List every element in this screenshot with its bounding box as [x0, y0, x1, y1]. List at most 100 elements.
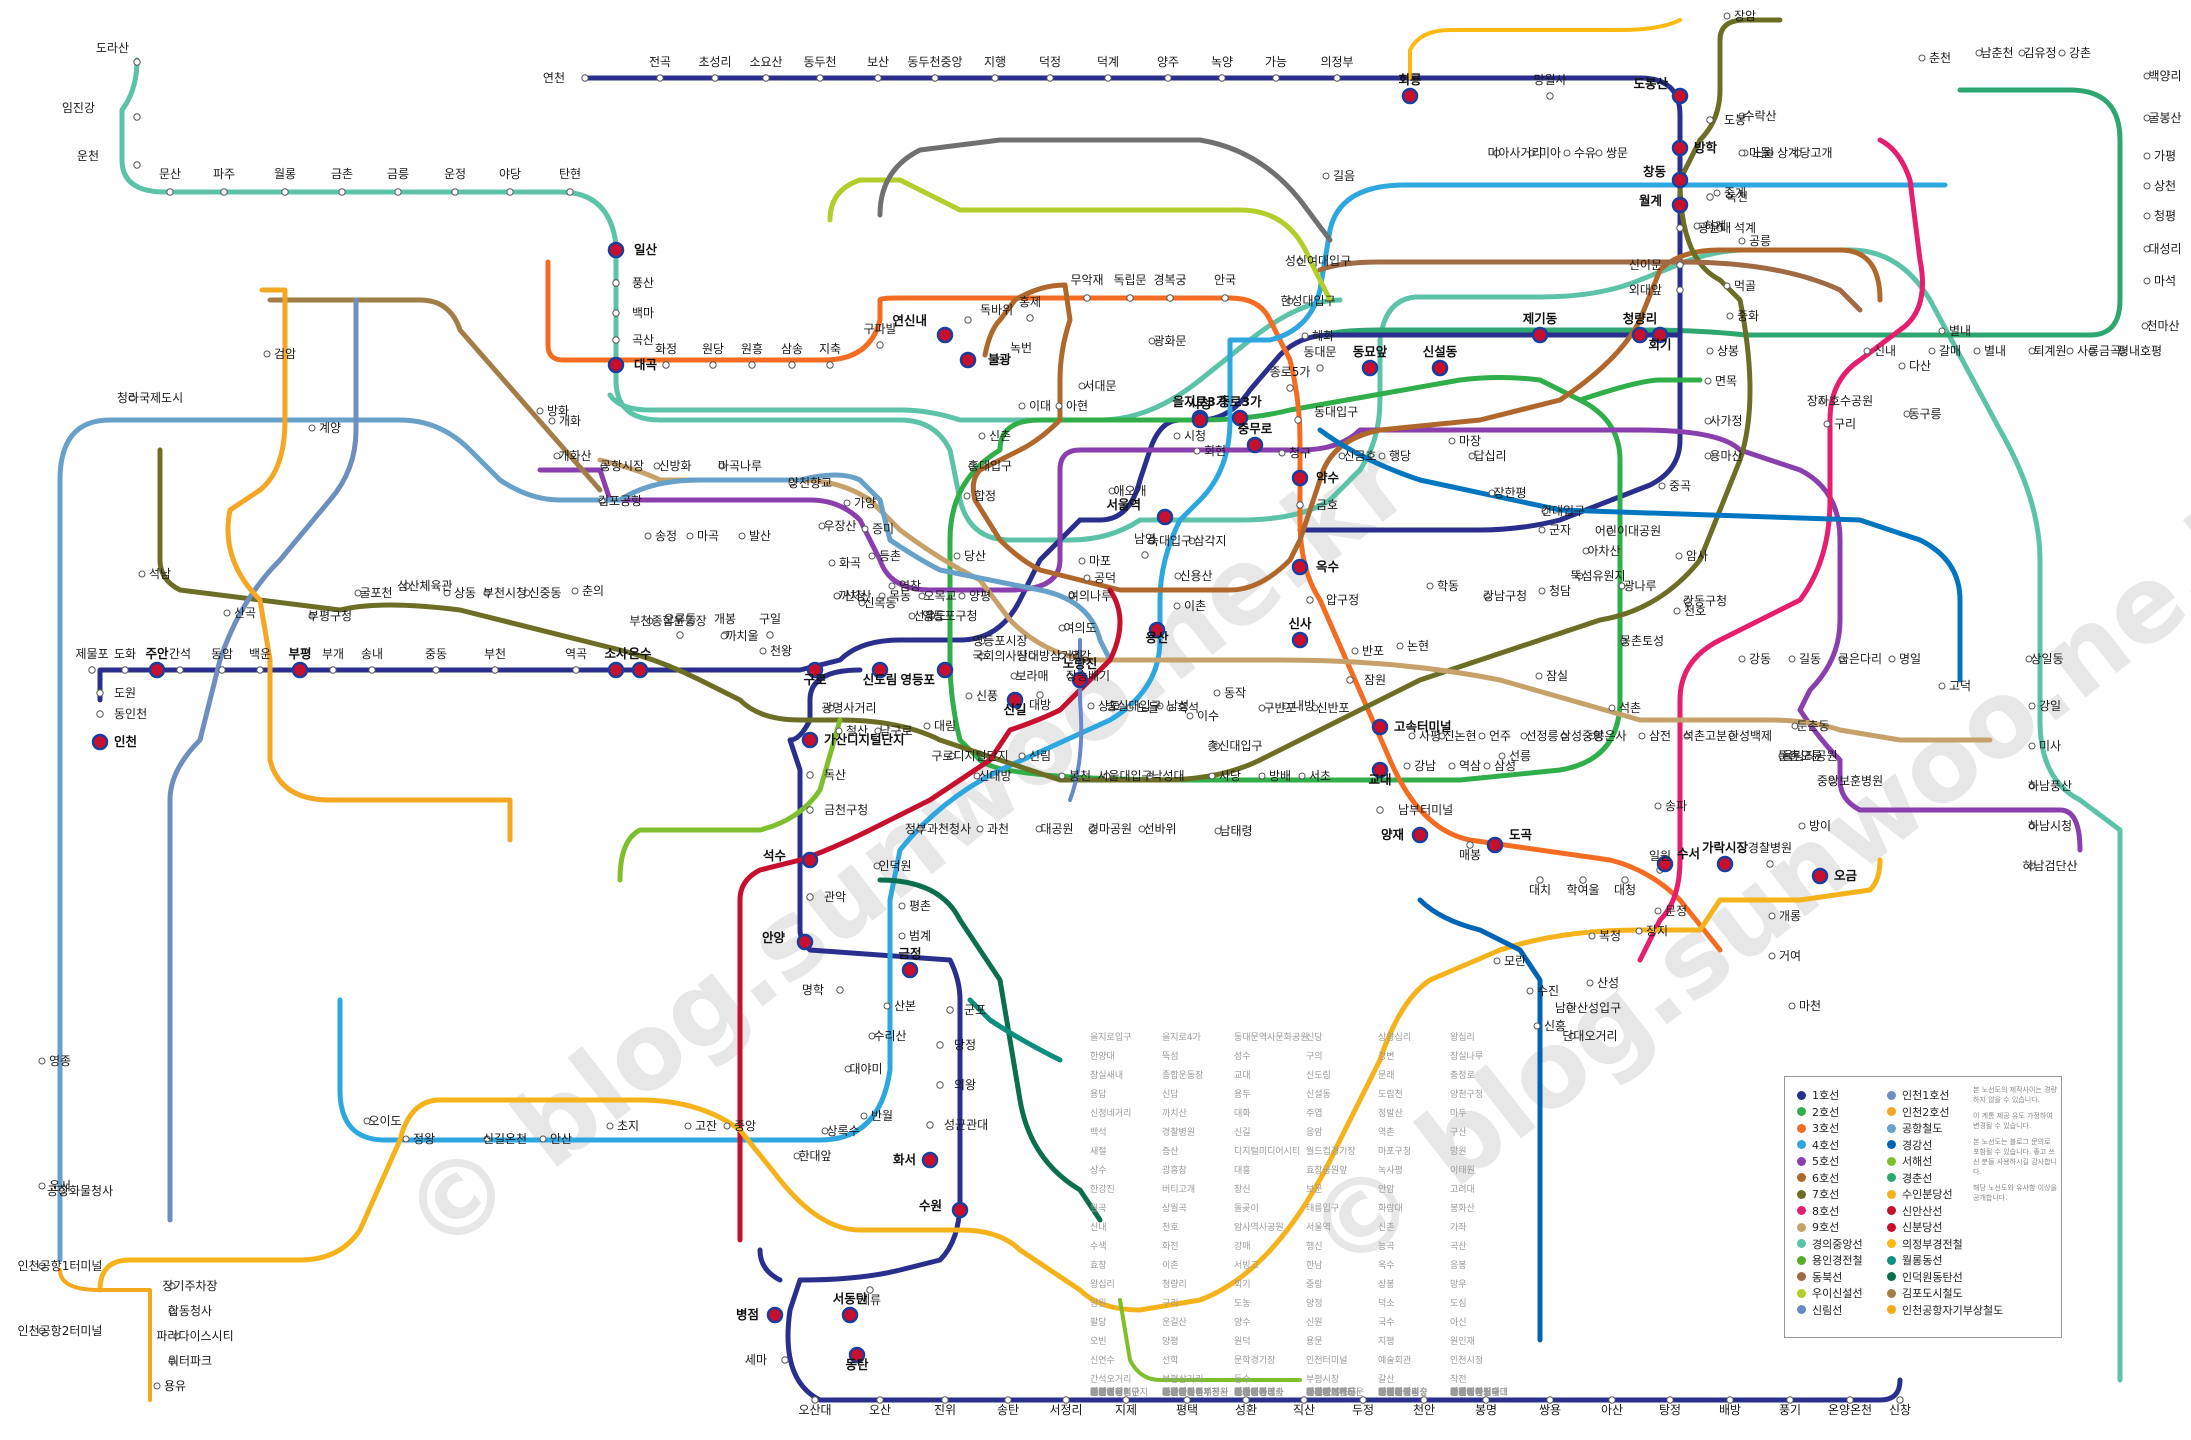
station-marker-s486[interactable]: [308, 424, 316, 432]
station-marker-s057[interactable]: [656, 74, 664, 82]
station-marker-s260[interactable]: [828, 559, 836, 567]
station-marker-s367[interactable]: [483, 589, 491, 597]
station-marker-s354[interactable]: [1087, 702, 1095, 710]
station-marker-s386[interactable]: [1533, 1022, 1541, 1030]
station-marker-s489[interactable]: [168, 1307, 176, 1315]
station-marker-s391[interactable]: [1903, 410, 1911, 418]
station-marker-s146[interactable]: [1420, 1396, 1428, 1404]
station-marker-s174[interactable]: [1483, 762, 1491, 770]
station-marker-s409[interactable]: [1166, 704, 1174, 712]
station-marker-s365[interactable]: [571, 587, 579, 595]
station-marker-s026[interactable]: [996, 356, 1004, 364]
station-marker-s279[interactable]: [1468, 452, 1476, 460]
station-marker-s390[interactable]: [1898, 362, 1906, 370]
station-marker-s072[interactable]: [1671, 87, 1689, 105]
station-marker-s228[interactable]: [1173, 602, 1181, 610]
station-marker-s078[interactable]: [1676, 224, 1684, 232]
station-marker-s264[interactable]: [918, 592, 926, 600]
station-marker-s280[interactable]: [1488, 489, 1496, 497]
station-marker-s415[interactable]: [1520, 732, 1528, 740]
station-marker-s405[interactable]: [908, 612, 916, 620]
station-marker-s232[interactable]: [1138, 825, 1146, 833]
station-marker-s089[interactable]: [1191, 411, 1209, 429]
station-marker-s248[interactable]: [606, 1122, 614, 1130]
station-marker-s334[interactable]: [1693, 222, 1701, 230]
station-marker-s368[interactable]: [443, 589, 451, 597]
station-marker-s245[interactable]: [793, 1152, 801, 1160]
station-marker-s282[interactable]: [1582, 547, 1590, 555]
station-marker-s106[interactable]: [432, 666, 440, 674]
station-marker-s465[interactable]: [2066, 347, 2074, 355]
station-marker-s109[interactable]: [291, 661, 309, 679]
station-marker-s242[interactable]: [844, 1065, 852, 1073]
station-marker-s234[interactable]: [1035, 825, 1043, 833]
station-marker-s064[interactable]: [1046, 74, 1054, 82]
station-marker-s249[interactable]: [539, 1135, 547, 1143]
station-marker-s381[interactable]: [1635, 927, 1643, 935]
station-marker-s010[interactable]: [506, 188, 514, 196]
station-marker-s358[interactable]: [965, 692, 973, 700]
station-marker-s230[interactable]: [1213, 742, 1221, 750]
station-marker-s479[interactable]: [1918, 54, 1926, 62]
station-marker-s290[interactable]: [2025, 655, 2033, 663]
station-marker-s001[interactable]: [133, 58, 141, 66]
station-marker-s128[interactable]: [936, 1041, 944, 1049]
station-marker-s123[interactable]: [806, 893, 814, 901]
station-marker-s413[interactable]: [1438, 732, 1446, 740]
station-marker-s197[interactable]: [1055, 402, 1063, 410]
station-marker-s117[interactable]: [96, 710, 104, 718]
station-marker-s292[interactable]: [2028, 742, 2036, 750]
station-marker-s273[interactable]: [1078, 382, 1086, 390]
station-marker-s183[interactable]: [1103, 772, 1111, 780]
station-marker-s471[interactable]: [2143, 212, 2151, 220]
station-marker-s226[interactable]: [1188, 537, 1196, 545]
station-marker-s274[interactable]: [1148, 337, 1156, 345]
station-marker-s091[interactable]: [1141, 551, 1149, 559]
station-marker-s176[interactable]: [1448, 762, 1456, 770]
station-marker-s219[interactable]: [1493, 149, 1501, 157]
station-marker-s338[interactable]: [1706, 347, 1714, 355]
station-marker-s244[interactable]: [821, 1127, 829, 1135]
station-marker-s222[interactable]: [1286, 297, 1294, 305]
station-marker-s032[interactable]: [1231, 409, 1249, 427]
station-marker-s294[interactable]: [2028, 822, 2036, 830]
station-marker-s167[interactable]: [1541, 507, 1549, 515]
station-marker-s047[interactable]: [1486, 836, 1504, 854]
station-marker-s363[interactable]: [720, 632, 728, 640]
station-marker-s118[interactable]: [91, 733, 109, 751]
station-marker-s046[interactable]: [1466, 841, 1474, 849]
station-marker-s092[interactable]: [1148, 621, 1166, 639]
station-marker-s132[interactable]: [951, 1201, 969, 1219]
station-marker-s351[interactable]: [1186, 712, 1194, 720]
station-marker-s110[interactable]: [256, 666, 264, 674]
station-marker-s041[interactable]: [1346, 676, 1354, 684]
station-marker-s194[interactable]: [968, 462, 976, 470]
station-marker-s023[interactable]: [936, 326, 954, 344]
station-marker-s382[interactable]: [1588, 932, 1596, 940]
station-marker-s055[interactable]: [1811, 867, 1829, 885]
station-marker-s140[interactable]: [1062, 1396, 1070, 1404]
station-marker-s419[interactable]: [1683, 732, 1691, 740]
station-marker-s355[interactable]: [1066, 672, 1074, 680]
station-marker-s265[interactable]: [958, 592, 966, 600]
station-marker-s389[interactable]: [1938, 327, 1946, 335]
station-marker-s214[interactable]: [1766, 149, 1774, 157]
station-marker-s221[interactable]: [1296, 257, 1304, 265]
station-marker-s068[interactable]: [1272, 74, 1280, 82]
station-marker-s196[interactable]: [1018, 402, 1026, 410]
station-marker-s027[interactable]: [1026, 314, 1034, 322]
station-marker-s469[interactable]: [2143, 277, 2151, 285]
station-marker-s297[interactable]: [1788, 752, 1796, 760]
station-marker-s053[interactable]: [1716, 855, 1734, 873]
station-marker-s107[interactable]: [368, 666, 376, 674]
station-marker-s284[interactable]: [1673, 607, 1681, 615]
station-marker-s269[interactable]: [1068, 592, 1076, 600]
station-marker-s103[interactable]: [572, 666, 580, 674]
station-marker-s179[interactable]: [1298, 772, 1306, 780]
station-marker-s370[interactable]: [354, 589, 362, 597]
station-marker-s075[interactable]: [1671, 171, 1689, 189]
station-marker-s474[interactable]: [2143, 114, 2151, 122]
station-marker-s093[interactable]: [1071, 671, 1089, 689]
station-marker-s029[interactable]: [1126, 294, 1134, 302]
station-marker-s463[interactable]: [1973, 347, 1981, 355]
